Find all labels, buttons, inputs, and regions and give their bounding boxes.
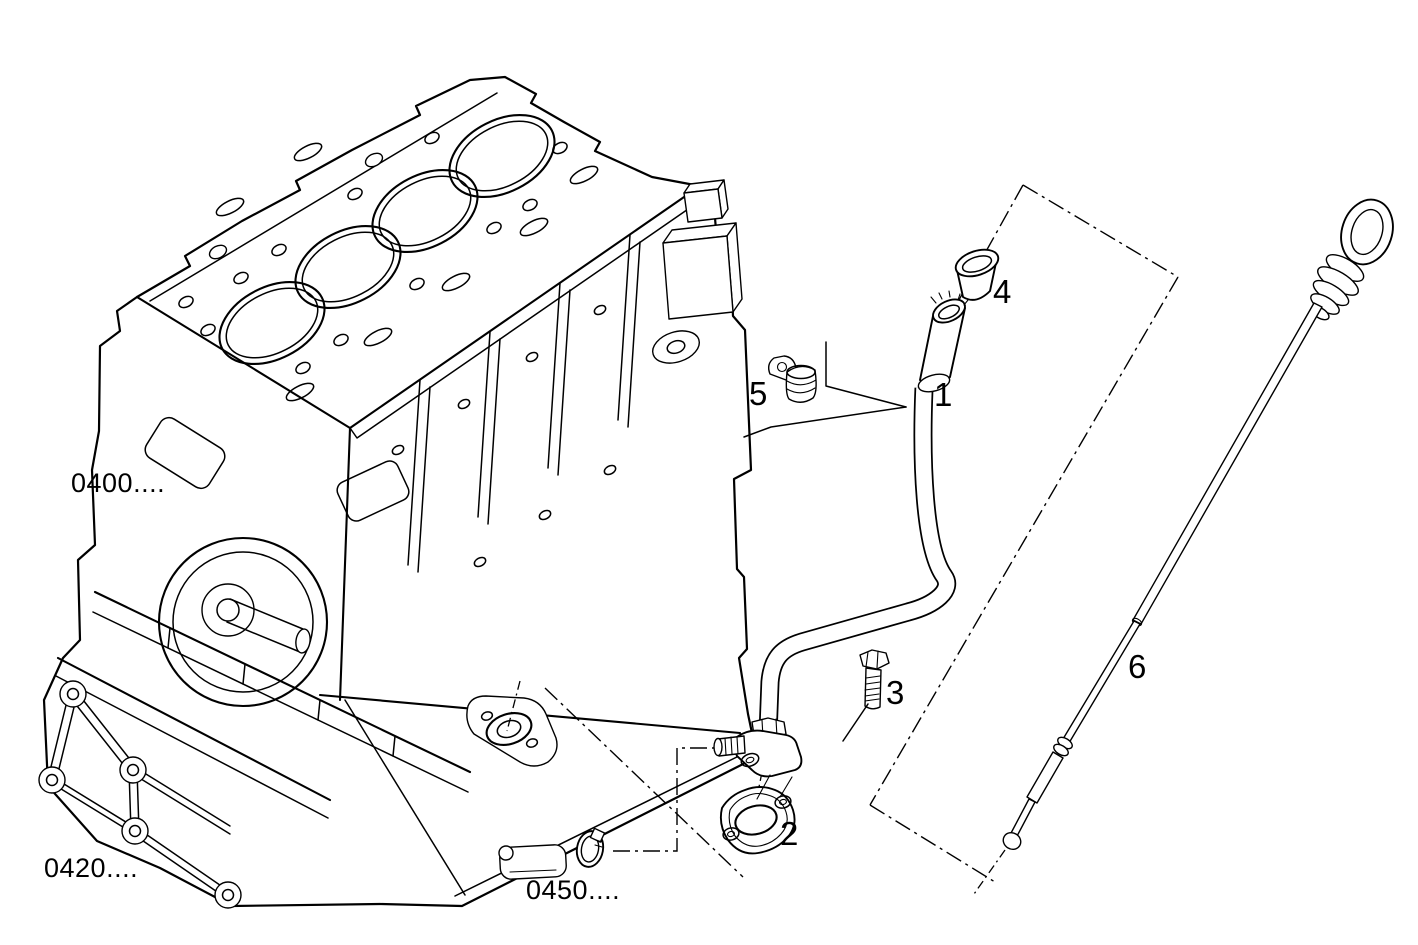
- ref-label-0400: 0400....: [71, 468, 165, 498]
- face-window: [336, 460, 410, 522]
- callout-4: 4: [993, 273, 1011, 310]
- cylinder-bores: [218, 114, 556, 365]
- tube-mounting-port-pad: [466, 695, 558, 767]
- oil-dipstick-part-6: [1002, 198, 1394, 850]
- deck-bolt-holes: [178, 131, 568, 375]
- dipstick-blade: [1009, 798, 1036, 839]
- crankcase-ribs: [407, 234, 641, 573]
- leader-lines: [743, 341, 907, 800]
- oil-tube-part-1: [713, 290, 969, 778]
- bracket-leader: [825, 341, 907, 408]
- callout-5: 5: [749, 375, 767, 412]
- callout-1: 1: [934, 376, 952, 413]
- coolant-slots: [208, 142, 599, 402]
- dipstick-tip: [1002, 832, 1022, 850]
- dipstick-axis: [973, 849, 1006, 895]
- gasket-align-line: [756, 774, 793, 800]
- callout-6: 6: [1128, 648, 1146, 685]
- callout-3: 3: [886, 674, 904, 711]
- timing-end-bosses: [652, 179, 743, 364]
- face-window: [144, 416, 226, 490]
- clamp-bracket-part-5: [767, 355, 817, 403]
- callout-2: 2: [780, 815, 798, 852]
- labels: 0400.... 0420.... 0450.... 1 2 3 4 5 6: [44, 273, 1146, 905]
- tube-gasket-part-2: [719, 786, 796, 855]
- engine-block: [38, 75, 759, 909]
- dipstick-sleeve: [1026, 751, 1064, 804]
- tube-bushing-part-4: [954, 248, 1000, 301]
- port-axis: [506, 680, 521, 732]
- hose-part-0450: [498, 844, 567, 880]
- bolt-leader: [842, 703, 869, 742]
- bracket-leader: [743, 406, 907, 438]
- dipstick-rod: [1132, 302, 1323, 625]
- truss-node: [38, 680, 242, 909]
- side-holes: [391, 304, 617, 568]
- hose-clamp-leader: [609, 747, 737, 852]
- front-cover-circle: [157, 536, 329, 708]
- mounting-bolt-part-3: [859, 649, 890, 710]
- dipstick-bellows: [1310, 254, 1365, 321]
- ref-label-0420: 0420....: [44, 853, 138, 883]
- ladder-truss: [38, 680, 242, 909]
- tube-flange: [734, 729, 803, 778]
- bedplate-rails: [55, 590, 472, 819]
- ref-label-0450: 0450....: [526, 875, 620, 905]
- hose-clamp-part-0450: [575, 827, 606, 868]
